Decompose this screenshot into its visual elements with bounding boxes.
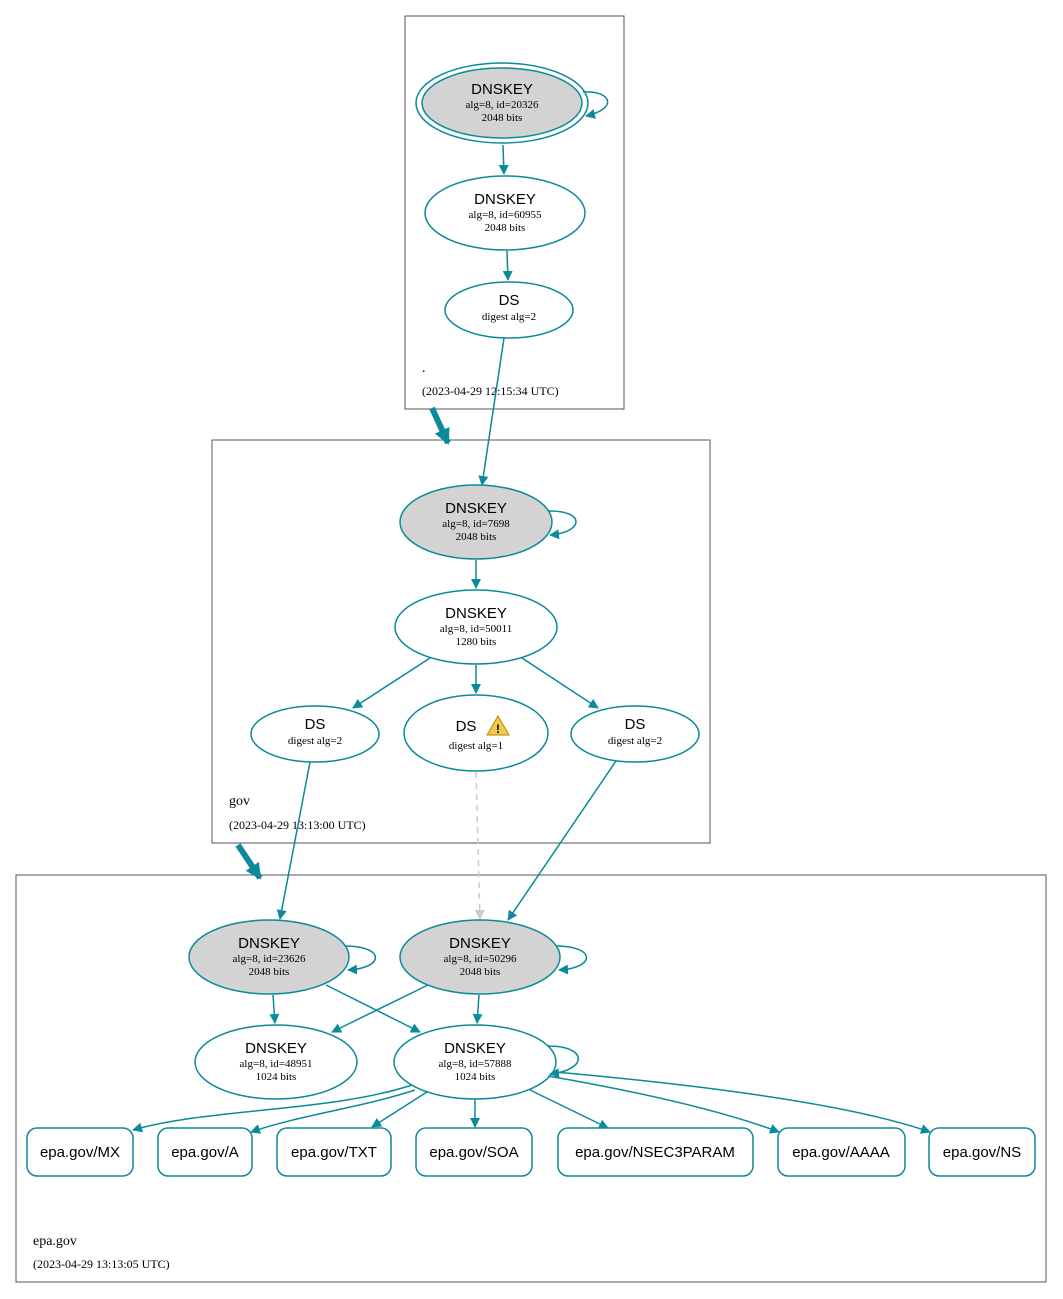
root-zsk-node[interactable]: DNSKEY alg=8, id=60955 2048 bits xyxy=(424,175,586,251)
epa-ksk-a-title: DNSKEY xyxy=(238,935,300,952)
gov-zsk-node[interactable]: DNSKEY alg=8, id=50011 1280 bits xyxy=(394,589,558,665)
edge-gov-ds-right-epa-ksk-b xyxy=(507,760,617,921)
gov-ds-left-line1: digest alg=2 xyxy=(288,735,342,747)
edge-zsk-b-aaaa xyxy=(547,1075,780,1134)
rrset-nsec3param-label: epa.gov/NSEC3PARAM xyxy=(575,1144,735,1161)
gov-ksk-line1: alg=8, id=7698 xyxy=(442,518,510,530)
epa-ksk-b-line1: alg=8, id=50296 xyxy=(444,953,517,965)
epa-ksk-b-title: DNSKEY xyxy=(449,935,511,952)
edge-gov-ds-left-epa-ksk-a xyxy=(276,761,311,920)
epa-ksk-a-line1: alg=8, id=23626 xyxy=(233,953,306,965)
root-zsk-title: DNSKEY xyxy=(474,191,536,208)
epa-zsk-a-line2: 1024 bits xyxy=(256,1071,297,1083)
delegation-arrow-gov-epa xyxy=(235,843,263,880)
rrset-aaaa[interactable]: epa.gov/AAAA xyxy=(777,1127,906,1177)
epa-zone-time: (2023-04-29 13:13:05 UTC) xyxy=(33,1257,170,1271)
rrset-txt-label: epa.gov/TXT xyxy=(291,1144,377,1161)
rrset-soa[interactable]: epa.gov/SOA xyxy=(415,1127,533,1177)
edge-epa-ksk-b-zsk-b xyxy=(472,994,483,1024)
edge-gov-zsk-ds-right xyxy=(521,657,599,709)
gov-ds-right-node[interactable]: DS digest alg=2 xyxy=(570,705,700,763)
root-ksk-node[interactable]: DNSKEY alg=8, id=20326 2048 bits xyxy=(415,62,589,144)
gov-zsk-line1: alg=8, id=50011 xyxy=(440,623,513,635)
edge-epa-ksk-b-zsk-a xyxy=(331,984,429,1033)
root-ds-line1: digest alg=2 xyxy=(482,311,536,323)
root-ds-node[interactable]: DS digest alg=2 xyxy=(444,281,574,339)
epa-zsk-a-title: DNSKEY xyxy=(245,1040,307,1057)
gov-zsk-line2: 1280 bits xyxy=(456,636,497,648)
epa-zsk-b-line2: 1024 bits xyxy=(455,1071,496,1083)
zone-box-root xyxy=(404,15,625,410)
root-zone-time: (2023-04-29 12:15:34 UTC) xyxy=(422,384,559,398)
zone-box-epa xyxy=(15,874,1047,1283)
gov-ds-mid-line1: digest alg=1 xyxy=(449,740,503,752)
epa-zsk-b-node[interactable]: DNSKEY alg=8, id=57888 1024 bits xyxy=(393,1024,557,1100)
warning-icon: ! xyxy=(486,715,510,736)
gov-ksk-line2: 2048 bits xyxy=(456,531,497,543)
epa-zsk-a-node[interactable]: DNSKEY alg=8, id=48951 1024 bits xyxy=(194,1024,358,1100)
rrset-a[interactable]: epa.gov/A xyxy=(157,1127,253,1177)
epa-ksk-a-self-edge xyxy=(344,945,377,975)
epa-zsk-b-line1: alg=8, id=57888 xyxy=(439,1058,512,1070)
epa-zsk-b-title: DNSKEY xyxy=(444,1040,506,1057)
gov-ksk-self-edge xyxy=(547,510,577,540)
epa-ksk-a-line2: 2048 bits xyxy=(249,966,290,978)
gov-ds-right-line1: digest alg=2 xyxy=(608,735,662,747)
edge-zsk-b-txt xyxy=(371,1091,428,1128)
edge-root-ksk-zsk xyxy=(498,144,509,175)
epa-ksk-b-node[interactable]: DNSKEY alg=8, id=50296 2048 bits xyxy=(399,919,561,995)
edge-gov-ds-mid-epa-ksk-b xyxy=(474,771,485,920)
gov-ksk-title: DNSKEY xyxy=(445,500,507,517)
edge-zsk-b-a xyxy=(250,1089,416,1134)
rrset-ns[interactable]: epa.gov/NS xyxy=(928,1127,1036,1177)
edge-epa-ksk-a-zsk-a xyxy=(269,994,280,1024)
gov-zone-label: gov xyxy=(229,794,250,809)
root-ksk-line2: 2048 bits xyxy=(482,112,523,124)
rrset-aaaa-label: epa.gov/AAAA xyxy=(792,1144,890,1161)
gov-ksk-node[interactable]: DNSKEY alg=8, id=7698 2048 bits xyxy=(399,484,553,560)
rrset-ns-label: epa.gov/NS xyxy=(943,1144,1021,1161)
edge-zsk-b-nsec3param xyxy=(529,1089,609,1129)
zone-box-gov xyxy=(211,439,711,844)
root-zone-label: . xyxy=(422,361,426,376)
rrset-mx-label: epa.gov/MX xyxy=(40,1144,120,1161)
gov-ds-right-title: DS xyxy=(625,716,646,733)
epa-zsk-a-line1: alg=8, id=48951 xyxy=(240,1058,313,1070)
edge-root-ds-gov-ksk xyxy=(478,337,505,486)
edge-zsk-b-mx xyxy=(132,1084,413,1133)
delegation-arrow-root-gov xyxy=(429,406,451,445)
rrset-a-label: epa.gov/A xyxy=(171,1144,239,1161)
gov-ds-mid-title: DS xyxy=(456,718,477,735)
gov-ds-left-node[interactable]: DS digest alg=2 xyxy=(250,705,380,763)
root-zsk-line2: 2048 bits xyxy=(485,222,526,234)
edge-gov-zsk-ds-left xyxy=(352,657,431,709)
epa-ksk-b-self-edge xyxy=(555,945,588,975)
epa-zone-label: epa.gov xyxy=(33,1234,77,1249)
root-ksk-self-edge xyxy=(582,91,609,119)
edge-root-zsk-ds xyxy=(502,250,513,281)
root-ds-title: DS xyxy=(499,292,520,309)
rrset-nsec3param[interactable]: epa.gov/NSEC3PARAM xyxy=(557,1127,754,1177)
root-ksk-line1: alg=8, id=20326 xyxy=(466,99,539,111)
gov-ds-left-title: DS xyxy=(305,716,326,733)
gov-ds-mid-node[interactable]: DS ! digest alg=1 xyxy=(403,694,549,772)
root-zsk-line1: alg=8, id=60955 xyxy=(469,209,542,221)
edge-epa-ksk-a-zsk-b xyxy=(325,984,421,1033)
gov-zsk-title: DNSKEY xyxy=(445,605,507,622)
epa-ksk-b-line2: 2048 bits xyxy=(460,966,501,978)
rrset-soa-label: epa.gov/SOA xyxy=(429,1144,518,1161)
rrset-mx[interactable]: epa.gov/MX xyxy=(26,1127,134,1177)
svg-text:!: ! xyxy=(496,722,500,736)
rrset-txt[interactable]: epa.gov/TXT xyxy=(276,1127,392,1177)
edge-zsk-b-ns xyxy=(554,1071,931,1134)
root-ksk-title: DNSKEY xyxy=(471,81,533,98)
epa-ksk-a-node[interactable]: DNSKEY alg=8, id=23626 2048 bits xyxy=(188,919,350,995)
